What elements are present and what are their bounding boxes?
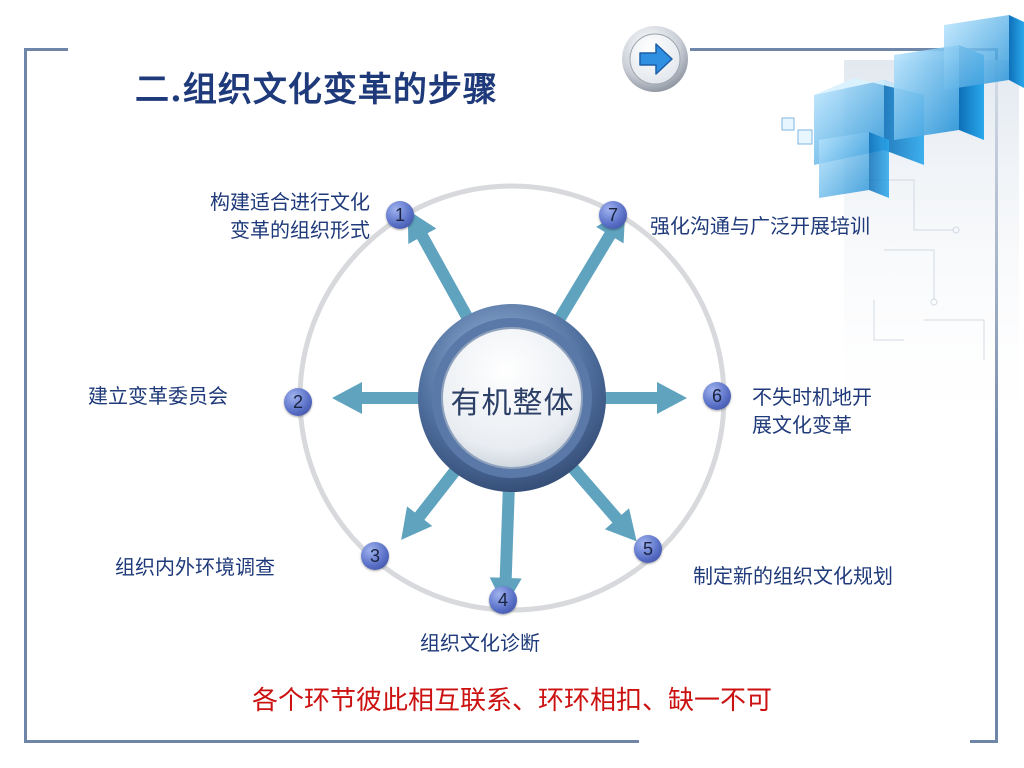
step-number-1: 1: [386, 201, 414, 229]
slide-title: 二.组织文化变革的步骤: [135, 70, 498, 110]
arrow-to-step-2: [332, 382, 447, 414]
step-label-7-line-1: 强化沟通与广泛开展培训: [650, 214, 870, 238]
arrow-to-step-1: [407, 209, 486, 345]
step-number-7: 7: [599, 201, 627, 229]
step-label-6: 不失时机地开 展文化变革: [752, 383, 872, 439]
step-number-2: 2: [284, 388, 312, 416]
frame-top-right: [690, 48, 995, 51]
step-number-3: 3: [361, 542, 389, 570]
next-slide-button[interactable]: [620, 24, 690, 94]
arrow-to-step-6: [577, 382, 687, 414]
step-label-6-line-2: 展文化变革: [752, 413, 852, 437]
center-hub-inner: [441, 327, 583, 469]
step-label-1: 构建适合进行文化 变革的组织形式: [160, 188, 370, 244]
step-label-3: 组织内外环境调查: [115, 553, 275, 581]
arrow-to-step-7: [540, 209, 626, 346]
step-label-3-line-1: 组织内外环境调查: [115, 555, 275, 579]
center-label: 有机整体: [450, 386, 575, 421]
footer-note: 各个环节彼此相互联系、环环相扣、缺一不可: [251, 686, 772, 716]
step-number-6: 6: [703, 382, 731, 410]
arrow-to-step-4: [489, 462, 522, 608]
frame-left: [24, 48, 27, 743]
step-label-1-line-1: 构建适合进行文化: [210, 190, 370, 214]
step-label-5: 制定新的组织文化规划: [693, 562, 893, 590]
frame-top-left: [24, 48, 68, 51]
step-label-4-line-1: 组织文化诊断: [420, 631, 540, 655]
step-label-4: 组织文化诊断: [420, 629, 540, 657]
step-label-2-line-1: 建立变革委员会: [88, 384, 228, 408]
step-number-4: 4: [489, 586, 517, 614]
step-label-1-line-2: 变革的组织形式: [230, 218, 370, 242]
step-label-6-line-1: 不失时机地开: [752, 385, 872, 409]
step-label-5-line-1: 制定新的组织文化规划: [693, 564, 893, 588]
arrow-right-icon: [622, 26, 688, 92]
step-label-2: 建立变革委员会: [88, 382, 228, 410]
frame-bottom-right: [970, 740, 998, 743]
step-label-7: 强化沟通与广泛开展培训: [650, 212, 870, 240]
frame-bottom: [24, 740, 639, 743]
decorative-cubes: [781, 15, 1024, 450]
step-number-5: 5: [634, 535, 662, 563]
